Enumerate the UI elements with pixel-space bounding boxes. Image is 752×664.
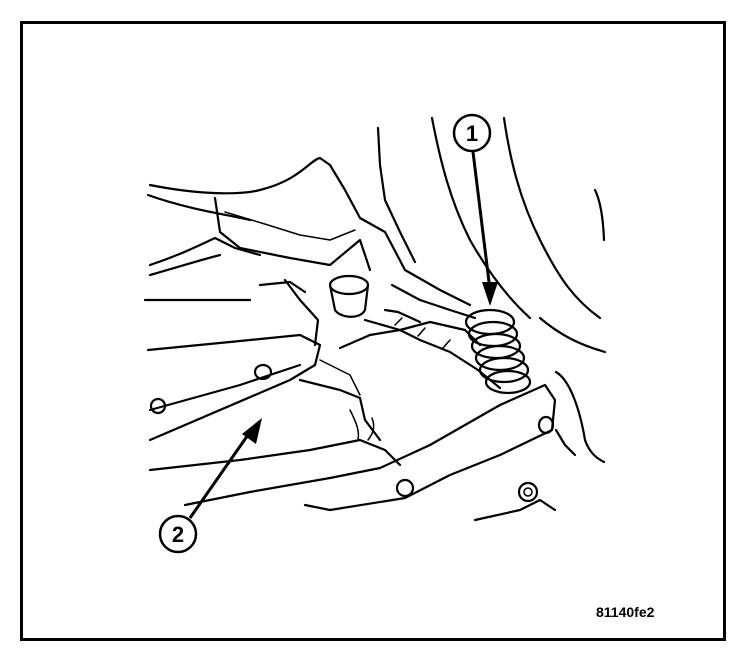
diagram-frame: [20, 21, 726, 641]
callout-1-leader: [471, 151, 492, 291]
spring: [464, 308, 532, 395]
callout-2-circle: [158, 514, 198, 554]
callout-1-number: 1: [466, 121, 478, 146]
callout-2: 2: [158, 418, 262, 554]
oil-pan: [146, 283, 606, 522]
callout-2-arrowhead: [242, 418, 262, 444]
callout-2-leader: [188, 431, 252, 519]
figure-id: 81140fe2: [596, 604, 655, 620]
callout-1: 1: [452, 113, 498, 306]
callout-2-number: 2: [172, 522, 184, 547]
transmission-case: [143, 116, 607, 354]
callout-1-circle: [452, 113, 492, 153]
callout-1-arrowhead: [482, 282, 498, 306]
